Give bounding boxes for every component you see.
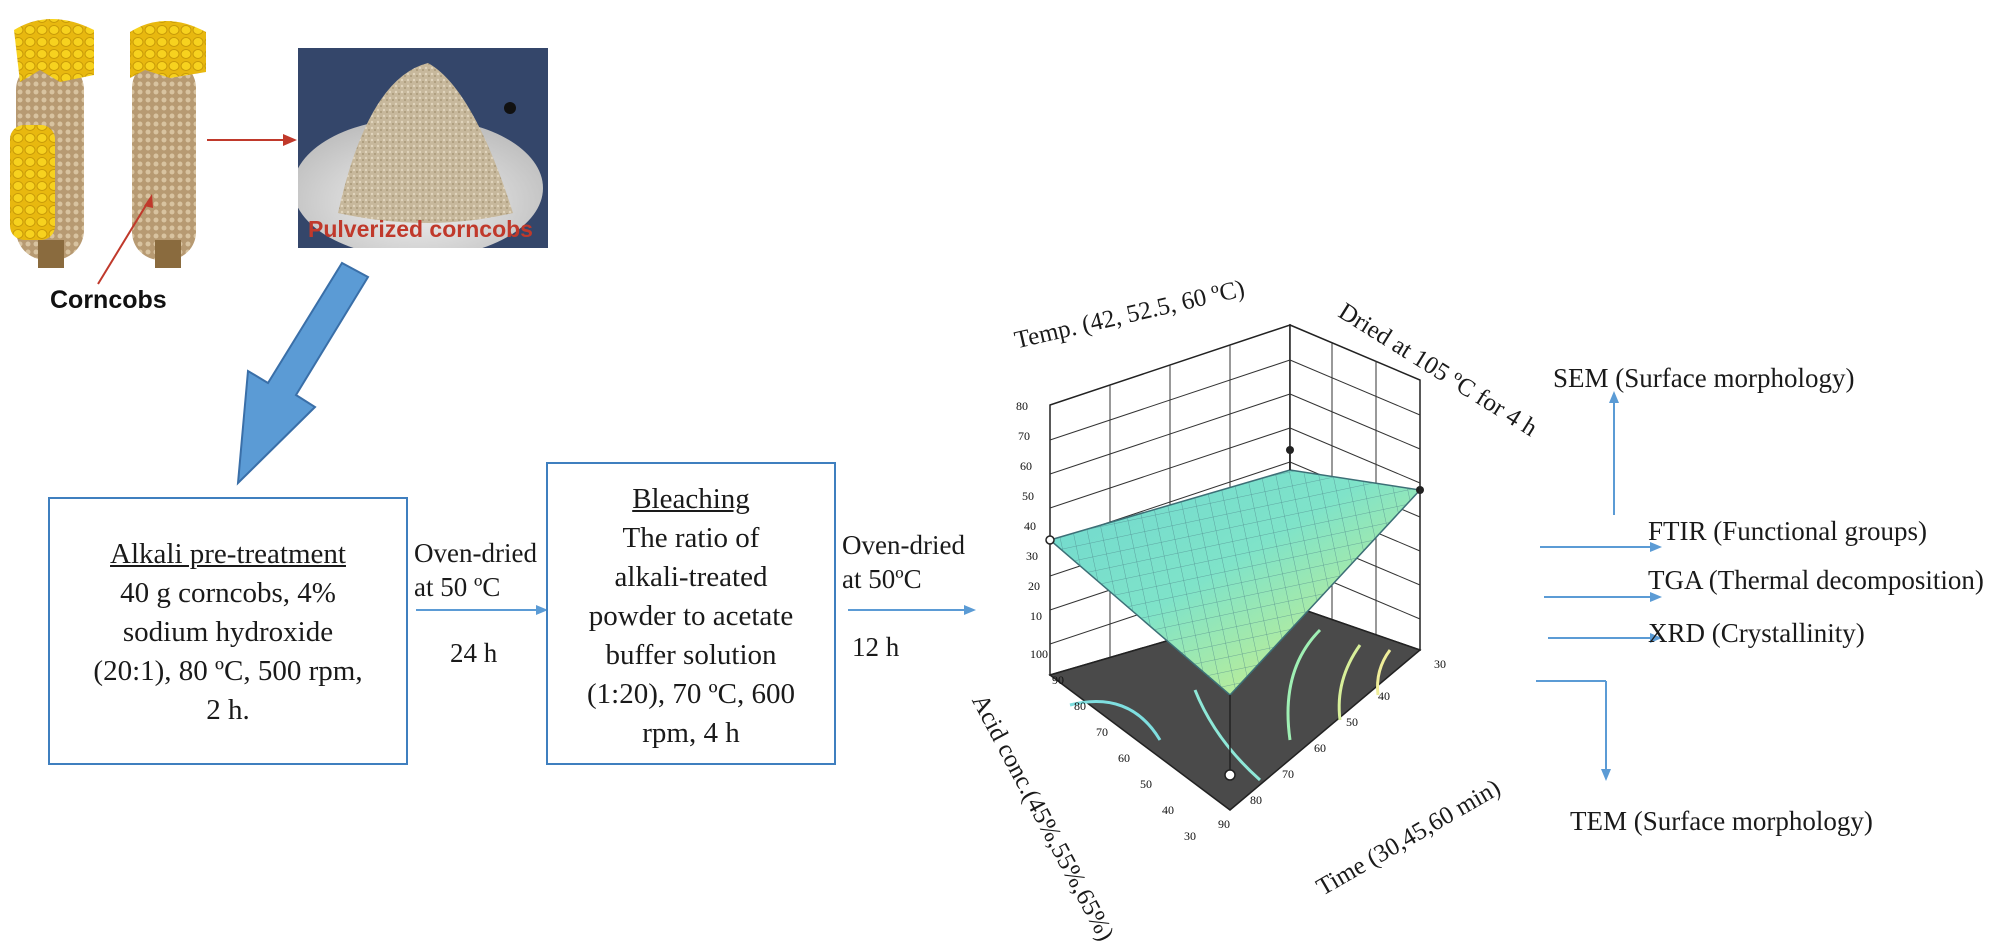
photo-to-photo-arrow [207,134,297,146]
alkali-line: 2 h. [206,694,250,726]
bleaching-line: alkali-treated [614,561,768,593]
ftir-label: FTIR (Functional groups) [1648,516,1927,546]
alkali-line: sodium hydroxide [122,616,334,648]
acid-tick: 70 [1096,725,1108,739]
design-point-marker [1045,535,1055,545]
sem-label: SEM (Surface morphology) [1553,363,1855,393]
dry2-time: 12 h [852,632,900,662]
pulverized-corncobs-photo: Pulverized corncobs [298,48,548,248]
z-tick: 70 [1018,429,1030,443]
time-tick: 60 [1314,741,1326,755]
dry1-arrow [416,605,548,615]
acid-tick: 90 [1052,673,1064,687]
bleaching-line: powder to acetate [588,600,794,632]
time-tick: 80 [1250,793,1262,807]
acid-tick: 40 [1162,803,1174,817]
z-tick: 60 [1020,459,1032,473]
z-tick: 40 [1024,519,1036,533]
characterization-arrows [1536,391,1662,781]
z-tick: 10 [1030,609,1042,623]
bleaching-title: Bleaching [632,483,750,515]
dry2-arrow [848,605,976,615]
time-tick: 90 [1218,817,1230,831]
z-tick: 80 [1016,399,1028,413]
alkali-line: 40 g corncobs, 4% [120,577,336,609]
alkali-title: Alkali pre-treatment [110,538,346,570]
bleaching-line: buffer solution [605,639,777,671]
time-tick: 40 [1378,689,1390,703]
tem-label: TEM (Surface morphology) [1570,806,1873,836]
bleaching-line: The ratio of [622,522,760,554]
time-tick: 50 [1346,715,1358,729]
bleaching-line: (1:20), 70 ºC, 600 [587,678,795,710]
corncobs-label: Corncobs [50,286,167,314]
tga-label: TGA (Thermal decomposition) [1648,565,1984,595]
bleaching-line: rpm, 4 h [642,717,740,749]
process-flow-arrow [236,261,370,486]
z-tick: 50 [1022,489,1034,503]
design-point-marker [1416,486,1424,494]
alkali-line: (20:1), 80 ºC, 500 rpm, [93,655,363,687]
dry1-line1: Oven-dried [414,538,537,568]
design-point-marker [1224,769,1236,781]
corncobs-pointer-arrow [97,194,153,285]
acid-tick: 30 [1184,829,1196,843]
acid-tick: 60 [1118,751,1130,765]
acid-tick: 80 [1074,699,1086,713]
alkali-pretreatment-box: Alkali pre-treatment 40 g corncobs, 4% s… [48,497,408,765]
xrd-label: XRD (Crystallinity) [1648,618,1865,648]
response-surface-plot: 80 70 60 50 40 30 20 10 100 90 80 70 60 … [1016,323,1446,843]
z-tick: 30 [1026,549,1038,563]
design-point-marker [1286,446,1294,454]
pulverized-label: Pulverized corncobs [308,216,533,242]
z-tick: 20 [1028,579,1040,593]
dry1-time: 24 h [450,638,498,668]
time-tick: 30 [1434,657,1446,671]
dry1-line2: at 50 ºC [414,572,501,602]
dry2-line1: Oven-dried [842,530,965,560]
time-tick: 70 [1282,767,1294,781]
bleaching-box: Bleaching The ratio of alkali-treated po… [546,462,836,765]
corncobs-photo [10,19,206,268]
acid-tick: 100 [1030,647,1048,661]
dry2-line2: at 50ºC [842,564,922,594]
acid-tick: 50 [1140,777,1152,791]
